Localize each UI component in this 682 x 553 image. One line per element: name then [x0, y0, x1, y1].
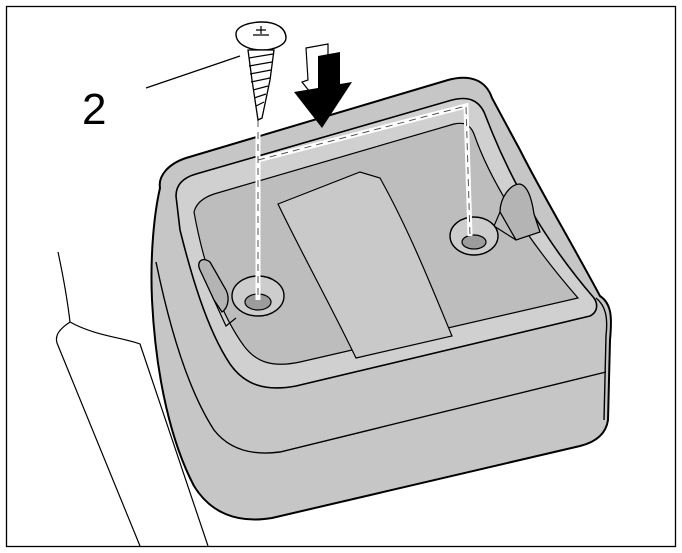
- housing-lower-band: [155, 261, 607, 454]
- screw-icon: [235, 21, 287, 121]
- down-arrow-icon: [294, 43, 352, 128]
- callout-number-screw: 2: [82, 85, 107, 134]
- figure-border: [5, 5, 677, 548]
- housing-center-channel: [277, 171, 453, 359]
- guide-lines: [255, 102, 473, 300]
- screw-hole-right: [449, 216, 499, 256]
- callout-leader: [145, 55, 241, 89]
- housing-front-edge: [595, 297, 608, 421]
- mounting-surface: [55, 251, 209, 547]
- holder-housing: [150, 76, 612, 521]
- left-clip: [198, 258, 237, 327]
